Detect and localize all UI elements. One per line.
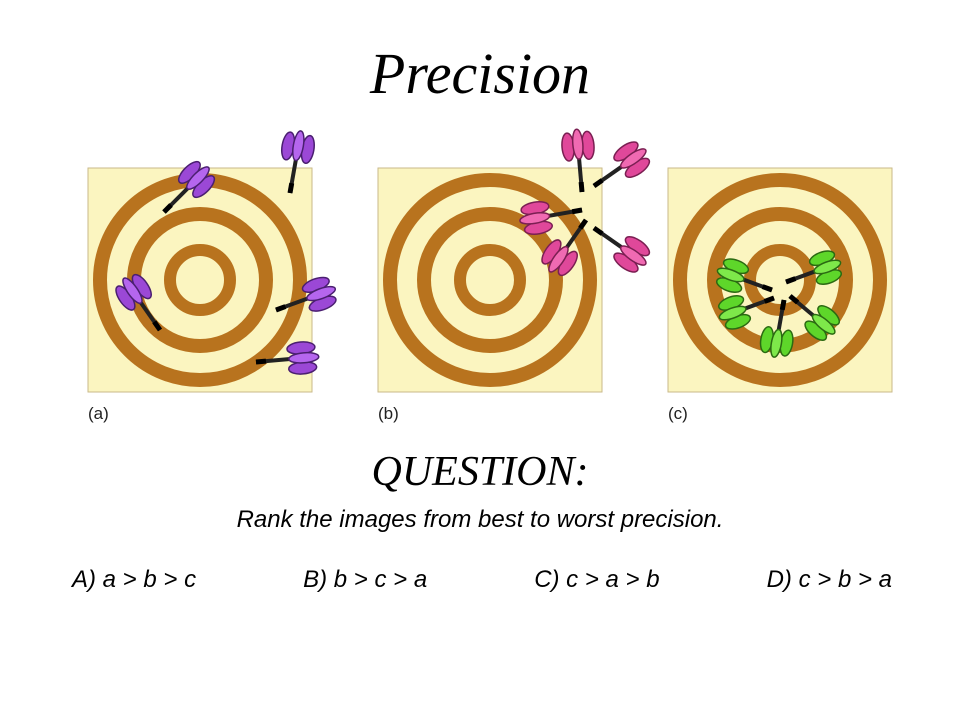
dartboard-a (88, 128, 341, 392)
question-heading: QUESTION: (371, 449, 589, 495)
answer-choices: A) a > b > c B) b > c > a C) c > a > b D… (72, 566, 892, 594)
choice-d[interactable]: D) c > b > a (766, 566, 892, 593)
dartboard-b (378, 128, 655, 392)
panel-label-c: (c) (668, 404, 688, 423)
dartboard-c (668, 168, 892, 392)
slide-title: Precision (369, 41, 591, 106)
targets-figure (0, 0, 960, 440)
panel-label-a: (a) (88, 404, 109, 423)
choice-a[interactable]: A) a > b > c (72, 566, 197, 593)
choice-b[interactable]: B) b > c > a (303, 566, 428, 593)
choice-c[interactable]: C) c > a > b (534, 566, 660, 593)
panel-label-b: (b) (378, 404, 399, 423)
question-prompt: Rank the images from best to worst preci… (236, 506, 724, 533)
